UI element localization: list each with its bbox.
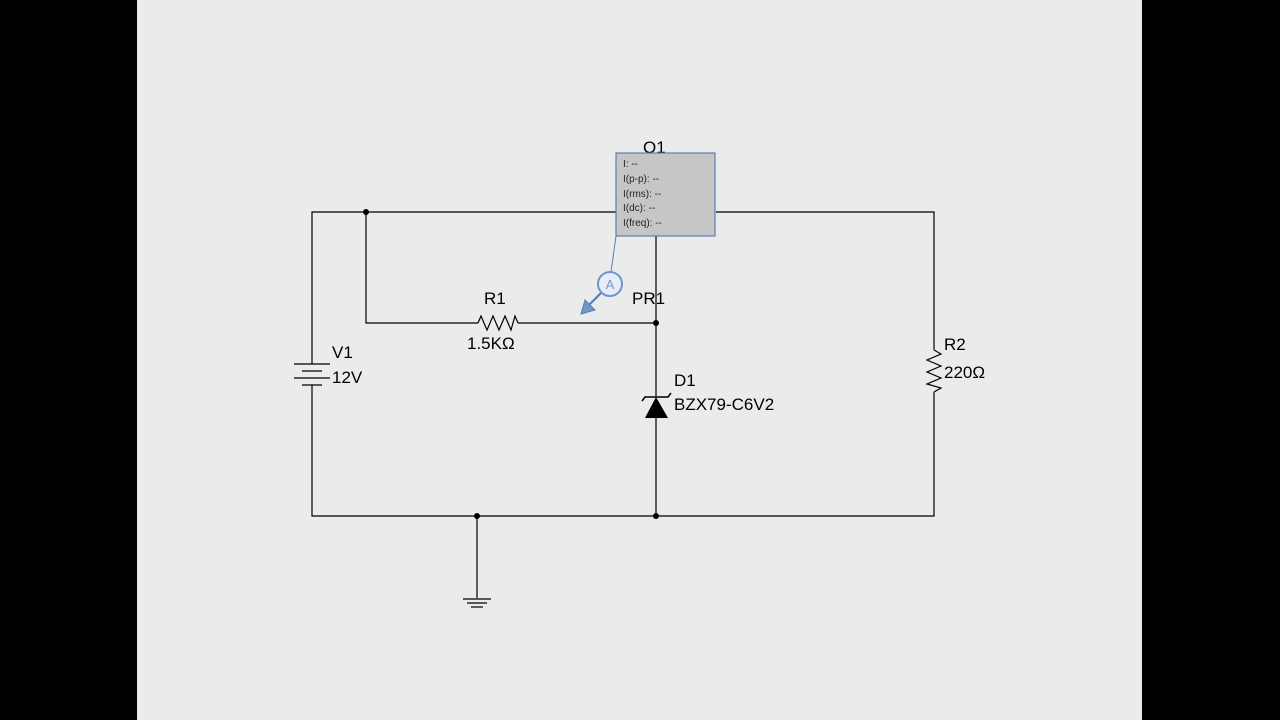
wire-bottom — [311, 392, 935, 517]
r2-value: 220Ω — [944, 363, 985, 382]
probe-arrow-icon — [580, 299, 596, 315]
probe-reading-ipp: I(p-p): -- — [623, 174, 659, 185]
battery-v1[interactable]: V1 12V — [294, 343, 363, 392]
wires — [311, 211, 935, 598]
probe-reading-i: I: -- — [623, 159, 638, 170]
wire-r1-left — [365, 212, 478, 324]
v1-value: 12V — [332, 368, 363, 387]
junction-dot — [474, 513, 480, 519]
d1-value: BZX79-C6V2 — [674, 395, 774, 414]
probe-label-pr1: PR1 — [632, 289, 665, 308]
ammeter-letter: A — [606, 277, 615, 292]
junction-dot — [363, 209, 369, 215]
probe-q1-name: Q1 — [643, 138, 666, 157]
probe-reading-ifreq: I(freq): -- — [623, 218, 662, 229]
junction-dot — [653, 320, 659, 326]
zener-icon — [645, 397, 668, 418]
ammeter-icon[interactable]: A PR1 — [580, 271, 665, 315]
zener-diode-d1[interactable]: D1 BZX79-C6V2 — [641, 371, 774, 418]
probe-reading-idc: I(dc): -- — [623, 203, 655, 214]
probe-readout-box — [615, 152, 716, 237]
probe-q1[interactable]: Q1 I: -- I(p-p): -- I(rms): -- I(dc): --… — [610, 138, 716, 273]
d1-name: D1 — [674, 371, 696, 390]
junctions — [363, 209, 659, 519]
probe-leader-line — [610, 235, 617, 273]
r1-value: 1.5KΩ — [467, 334, 515, 353]
ground-icon — [463, 598, 491, 608]
resistor-r2[interactable]: R2 220Ω — [925, 335, 985, 393]
resistor-r1[interactable]: R1 1.5KΩ — [467, 289, 519, 353]
v1-name: V1 — [332, 343, 353, 362]
wire-top-left — [311, 211, 616, 360]
probe-reading-irms: I(rms): -- — [623, 189, 661, 200]
junction-dot — [653, 513, 659, 519]
r2-name: R2 — [944, 335, 966, 354]
schematic-canvas[interactable]: V1 12V R1 1.5KΩ R2 220Ω D1 BZX79-C6V2 Q1… — [137, 0, 1142, 720]
wire-top-right — [716, 211, 935, 350]
circuit-schematic: V1 12V R1 1.5KΩ R2 220Ω D1 BZX79-C6V2 Q1… — [294, 138, 985, 608]
r1-name: R1 — [484, 289, 506, 308]
